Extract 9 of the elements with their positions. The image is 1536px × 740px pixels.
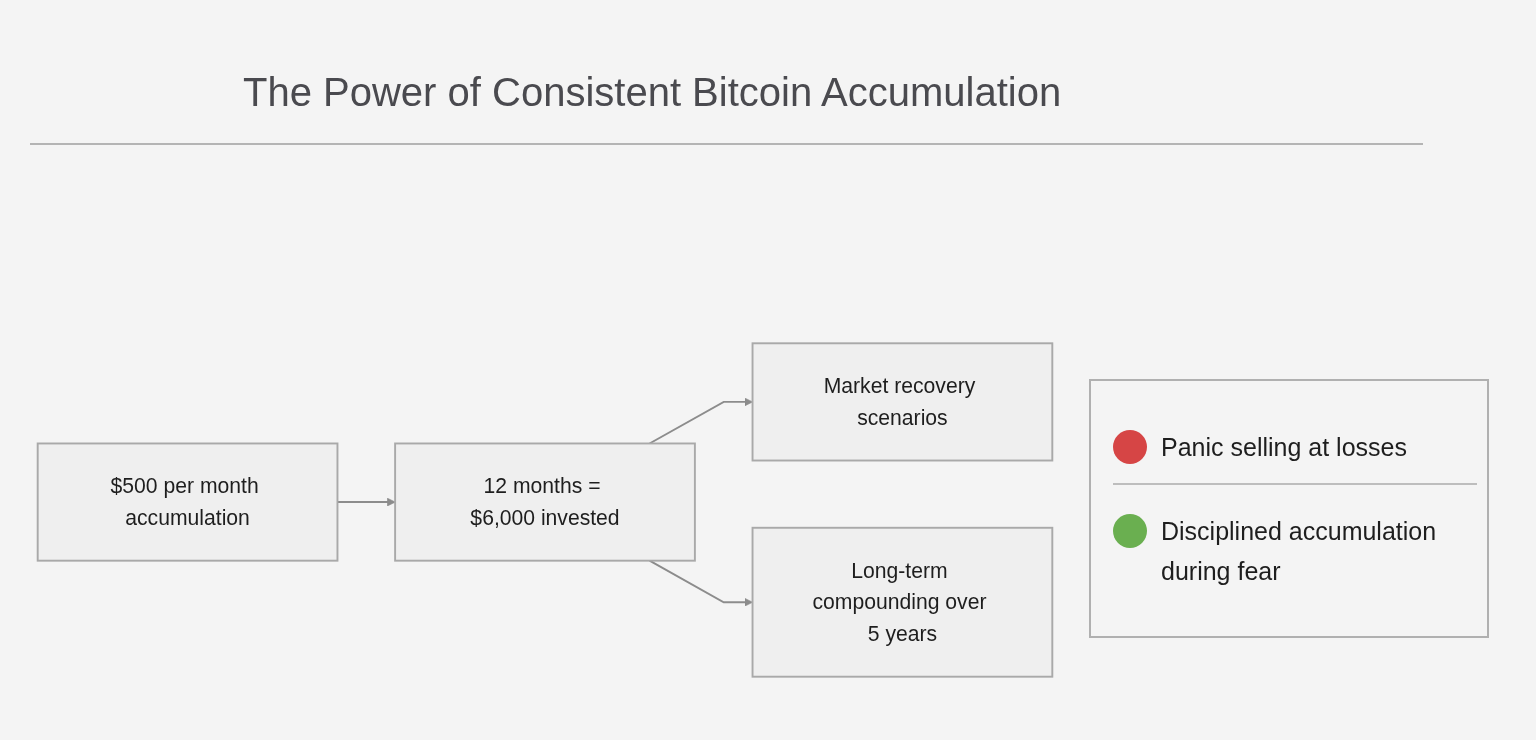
process-box: Market recovery scenarios	[751, 342, 1054, 462]
arrow	[648, 397, 753, 445]
arrow	[648, 559, 753, 607]
process-box: Long-term compounding over 5 years	[751, 526, 1054, 678]
process-box: $500 per month accumulation	[36, 442, 339, 562]
legend-text: Panic selling at losses	[1161, 431, 1407, 463]
legend-text: Disciplined accumulation during fear	[1161, 515, 1438, 587]
process-box: 12 months = $6,000 invested	[394, 442, 696, 562]
title: The Power of Consistent Bitcoin Accumulation	[243, 70, 1062, 115]
